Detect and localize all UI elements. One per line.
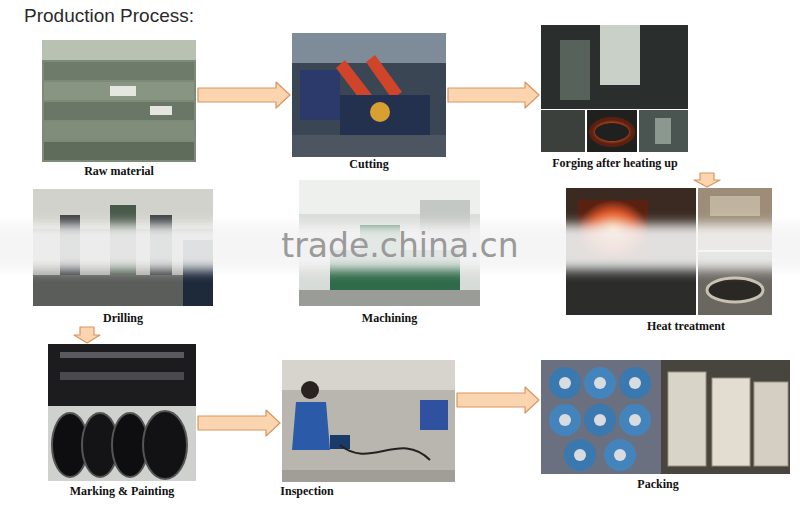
inspection-photo — [282, 360, 455, 482]
block-arrow — [457, 387, 539, 413]
step-caption: Packing — [541, 477, 775, 492]
step-caption: Raw material — [42, 164, 196, 179]
step-caption: Heat treatment — [566, 319, 800, 334]
block-arrow — [694, 173, 720, 187]
block-arrow — [448, 82, 539, 108]
process-step: Heat treatment — [566, 188, 772, 334]
process-step: Packing — [541, 360, 790, 492]
step-caption: Forging after heating up — [535, 156, 695, 171]
watermark: trade.china.cn — [0, 226, 800, 265]
step-caption: Cutting — [292, 157, 446, 172]
forging-photo — [541, 25, 688, 152]
cutting-photo — [292, 33, 446, 157]
process-step: Drilling — [33, 189, 213, 326]
diagram-title: Production Process: — [24, 5, 194, 27]
block-arrow — [74, 327, 100, 343]
process-step: Cutting — [292, 33, 446, 173]
block-arrow — [198, 410, 280, 436]
process-step: Marking & Painting — [48, 344, 196, 499]
process-step: Inspection — [282, 360, 455, 499]
step-caption: Drilling — [33, 311, 213, 326]
raw-material-photo — [42, 40, 196, 162]
process-step: Raw material — [42, 40, 196, 180]
watermark-band — [0, 224, 800, 270]
packing-photo — [541, 360, 790, 474]
block-arrow — [198, 82, 290, 108]
step-caption: Machining — [299, 311, 480, 326]
step-caption: Marking & Painting — [38, 484, 206, 499]
step-caption: Inspection — [242, 484, 372, 499]
marking-painting-photo — [48, 344, 196, 481]
process-step: Forging after heating up — [541, 25, 721, 172]
